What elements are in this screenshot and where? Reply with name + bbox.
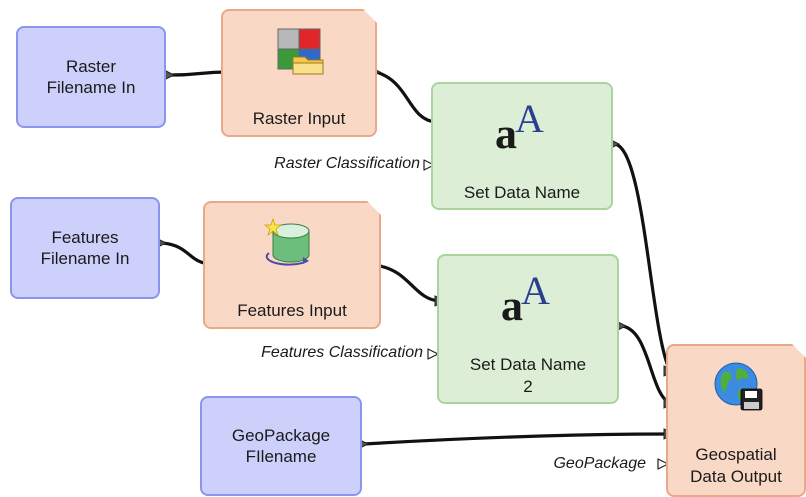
node-label-line-2: FIlename	[245, 447, 317, 466]
connector-set-data-name-2-to-output[interactable]	[620, 324, 672, 405]
node-label: Set Data Name	[463, 183, 581, 202]
param-label-features-classification: Features Classification	[261, 344, 423, 361]
svg-text:a: a	[501, 281, 523, 324]
param-port-geopackage[interactable]	[657, 458, 669, 470]
svg-text:A: A	[515, 96, 544, 141]
node-label-line-2: Filename In	[40, 249, 130, 268]
param-port-features-classification[interactable]	[427, 348, 439, 360]
connector-set-data-name-to-output[interactable]	[613, 142, 672, 373]
node-label: Raster Input	[252, 109, 346, 128]
connector-raster-filename-to-raster-input[interactable]	[170, 70, 230, 77]
geospatial-data-output-node[interactable]: Geospatial Data Output	[666, 344, 806, 497]
features-filename-in-node[interactable]: Features Filename In	[10, 197, 160, 299]
geopackage-filename-node[interactable]: GeoPackage FIlename	[200, 396, 362, 496]
raster-input-node[interactable]: Raster Input	[221, 9, 377, 137]
node-label-line-1: Raster	[65, 57, 117, 76]
param-label-geopackage: GeoPackage	[553, 455, 646, 472]
node-label-line-2: Data Output	[690, 467, 782, 486]
connector-geopackage-to-output[interactable]	[362, 432, 672, 446]
svg-text:a: a	[495, 109, 517, 152]
set-data-name-2-node[interactable]: a A Set Data Name 2	[437, 254, 619, 404]
set-data-name-node[interactable]: a A Set Data Name	[431, 82, 613, 210]
raster-folder-icon	[275, 27, 325, 75]
node-label: Features Input	[237, 301, 347, 320]
globe-save-icon	[712, 360, 764, 412]
node-label-line-2: 2	[523, 377, 533, 396]
text-a-icon: a A	[501, 268, 550, 324]
features-input-node[interactable]: Features Input	[203, 201, 381, 329]
svg-text:A: A	[521, 268, 550, 313]
node-label-line-1: Features	[51, 228, 119, 247]
text-a-icon: a A	[495, 96, 544, 152]
node-label-line-1: Geospatial	[695, 445, 777, 464]
param-port-raster-classification[interactable]	[423, 159, 435, 171]
connector-features-filename-to-features-input[interactable]	[161, 241, 212, 266]
param-label-raster-classification: Raster Classification	[274, 155, 420, 172]
node-label-line-2: Filename In	[46, 78, 136, 97]
raster-filename-in-node[interactable]: Raster Filename In	[16, 26, 166, 128]
connector-raster-input-to-set-data-name[interactable]	[374, 70, 438, 124]
connector-features-input-to-set-data-name-2[interactable]	[378, 264, 442, 303]
features-cylinder-icon	[261, 217, 321, 269]
node-label-line-1: Set Data Name	[469, 355, 587, 374]
node-label-line-1: GeoPackage	[231, 426, 331, 445]
